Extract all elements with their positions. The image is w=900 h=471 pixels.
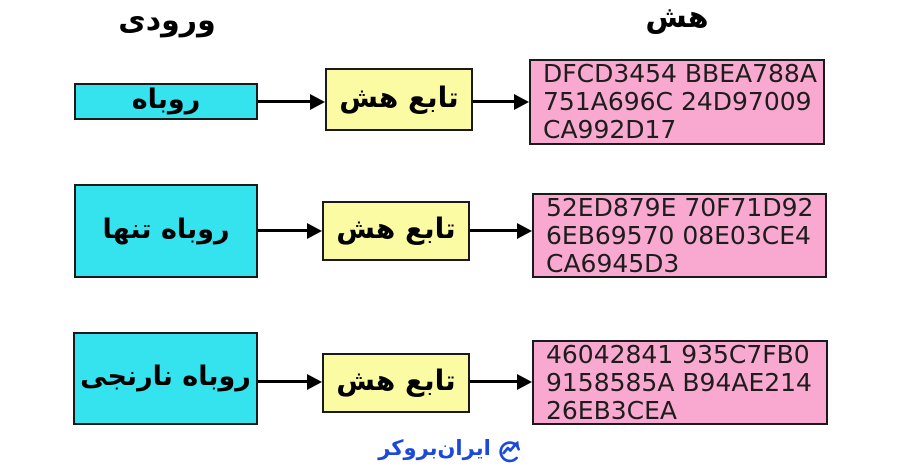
hash-function-label: تابع هش bbox=[336, 212, 456, 245]
hash-line: 9158585A B94AE214 bbox=[546, 367, 812, 397]
arrow-input-to-function-row2 bbox=[258, 229, 307, 232]
iranbroker-logo: ایران‌بروکر bbox=[0, 438, 900, 463]
hash-line: 52ED879E 70F71D92 bbox=[546, 192, 814, 222]
arrow-function-to-hash-row1 bbox=[473, 100, 514, 103]
column-title-hash: هش bbox=[645, 0, 709, 35]
hash-line: 6EB69570 08E03CE4 bbox=[546, 220, 811, 250]
input-label: روباه تنها bbox=[102, 213, 230, 245]
column-title-input: ورودی bbox=[118, 3, 216, 38]
arrow-input-to-function-row3 bbox=[258, 380, 307, 383]
hash-line: DFCD3454 BBEA788A bbox=[543, 59, 817, 88]
hash-line: CA6945D3 bbox=[546, 248, 680, 278]
hash-line: 751A696C 24D97009 bbox=[543, 87, 812, 116]
trend-arrow-circle-icon bbox=[499, 440, 520, 463]
input-label: روباه bbox=[131, 84, 201, 115]
input-label: روباه نارنجی bbox=[80, 361, 251, 392]
hash-function-box-row3: تابع هش bbox=[322, 353, 470, 413]
hash-line: 46042841 935C7FB0 bbox=[546, 339, 810, 369]
hash-function-box-row1: تابع هش bbox=[325, 68, 473, 131]
input-box-row3: روباه نارنجی bbox=[73, 332, 258, 425]
hash-output-box-row2: 52ED879E 70F71D92 6EB69570 08E03CE4 CA69… bbox=[532, 193, 827, 278]
hash-value: 52ED879E 70F71D92 6EB69570 08E03CE4 CA69… bbox=[534, 192, 825, 278]
arrow-function-to-hash-row3 bbox=[470, 380, 517, 383]
logo-text: ایران‌بروکر bbox=[378, 436, 491, 460]
hash-output-box-row3: 46042841 935C7FB0 9158585A B94AE214 26EB… bbox=[532, 340, 828, 425]
hash-value: DFCD3454 BBEA788A 751A696C 24D97009 CA99… bbox=[531, 60, 829, 144]
input-box-row1: روباه bbox=[74, 83, 258, 120]
input-box-row2: روباه تنها bbox=[74, 184, 258, 278]
hash-output-box-row1: DFCD3454 BBEA788A 751A696C 24D97009 CA99… bbox=[529, 59, 825, 145]
hash-function-label: تابع هش bbox=[336, 364, 456, 397]
hash-line: 26EB3CEA bbox=[546, 395, 678, 425]
hash-function-box-row2: تابع هش bbox=[322, 201, 470, 261]
hash-value: 46042841 935C7FB0 9158585A B94AE214 26EB… bbox=[534, 339, 824, 425]
hash-function-label: تابع هش bbox=[339, 80, 459, 114]
arrow-function-to-hash-row2 bbox=[470, 229, 517, 232]
arrow-input-to-function-row1 bbox=[258, 100, 310, 103]
hash-line: CA992D17 bbox=[543, 115, 677, 144]
